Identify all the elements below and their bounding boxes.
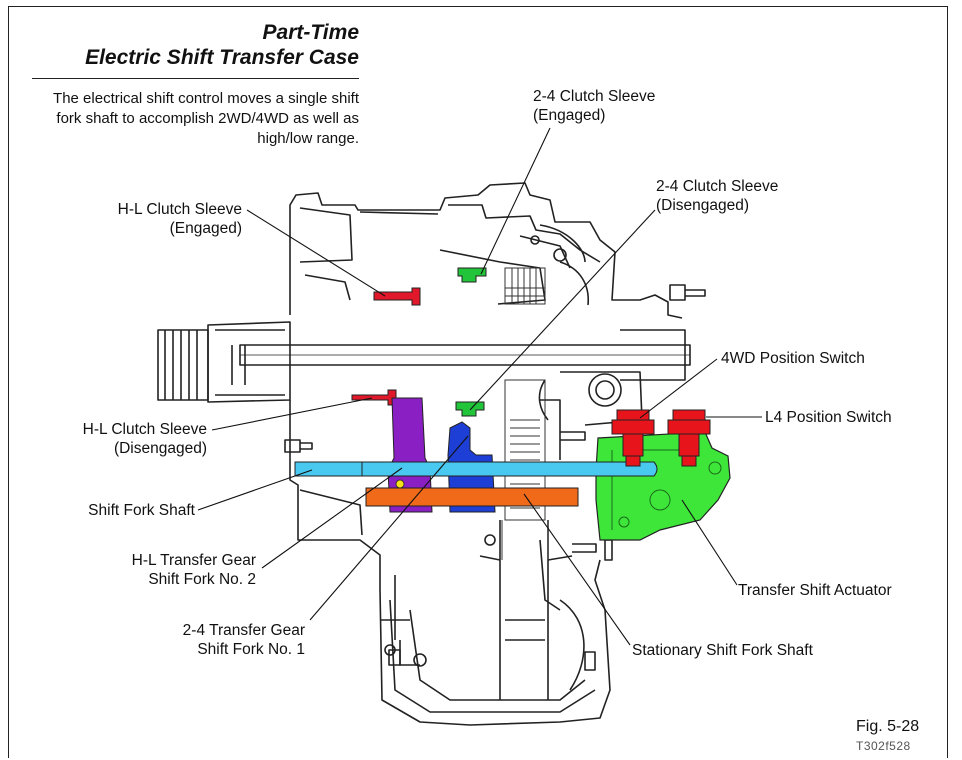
- label-24-clutch-engaged-1: 2-4 Clutch Sleeve: [533, 88, 656, 105]
- label-transfer-shift-actuator: Transfer Shift Actuator: [738, 582, 892, 599]
- title-line-1: Part-Time: [262, 21, 359, 44]
- stationary-shift-fork-shaft: [365, 487, 579, 507]
- label-hl-fork-1: H-L Transfer Gear: [131, 552, 256, 569]
- label-hl-clutch-engaged-2: (Engaged): [169, 220, 242, 237]
- figure-code: T302f528: [856, 739, 911, 753]
- gear-stack: [501, 267, 549, 560]
- label-24-fork-2: Shift Fork No. 1: [197, 641, 305, 658]
- leader-lines: [197, 127, 762, 646]
- hl-clutch-sleeve-engaged: [373, 287, 421, 306]
- transfer-case-casing: [157, 182, 706, 726]
- label-l4-position-switch: L4 Position Switch: [765, 409, 892, 426]
- label-stationary-shift-fork-shaft: Stationary Shift Fork Shaft: [632, 642, 813, 659]
- description-text: The electrical shift control moves a sin…: [53, 90, 359, 147]
- label-24-clutch-disengaged-1: 2-4 Clutch Sleeve: [656, 178, 779, 195]
- label-hl-clutch-engaged-1: H-L Clutch Sleeve: [117, 201, 242, 218]
- shift-fork-shaft: [294, 461, 658, 477]
- wd4-position-switch: [611, 409, 655, 467]
- label-24-clutch-disengaged-2: (Disengaged): [656, 197, 750, 214]
- label-hl-clutch-disengaged-1: H-L Clutch Sleeve: [82, 421, 207, 438]
- l4-position-switch: [667, 409, 711, 467]
- label-hl-fork-2: Shift Fork No. 2: [148, 571, 256, 588]
- figure-number: Fig. 5-28: [856, 718, 920, 735]
- label-shift-fork-shaft: Shift Fork Shaft: [88, 502, 195, 519]
- label-24-clutch-engaged-2: (Engaged): [533, 107, 606, 124]
- clutch24-sleeve-engaged: [457, 267, 487, 283]
- label-hl-clutch-disengaged-2: (Disengaged): [113, 440, 207, 457]
- label-4wd-position-switch: 4WD Position Switch: [721, 350, 865, 367]
- title-rule: [32, 78, 359, 79]
- hl-clutch-sleeve-disengaged: [351, 389, 397, 406]
- clutch24-sleeve-disengaged: [455, 401, 485, 417]
- page-frame: [8, 6, 948, 758]
- transfer-shift-actuator: [595, 431, 731, 541]
- title-line-2: Electric Shift Transfer Case: [85, 46, 359, 69]
- label-24-fork-1: 2-4 Transfer Gear: [182, 622, 305, 639]
